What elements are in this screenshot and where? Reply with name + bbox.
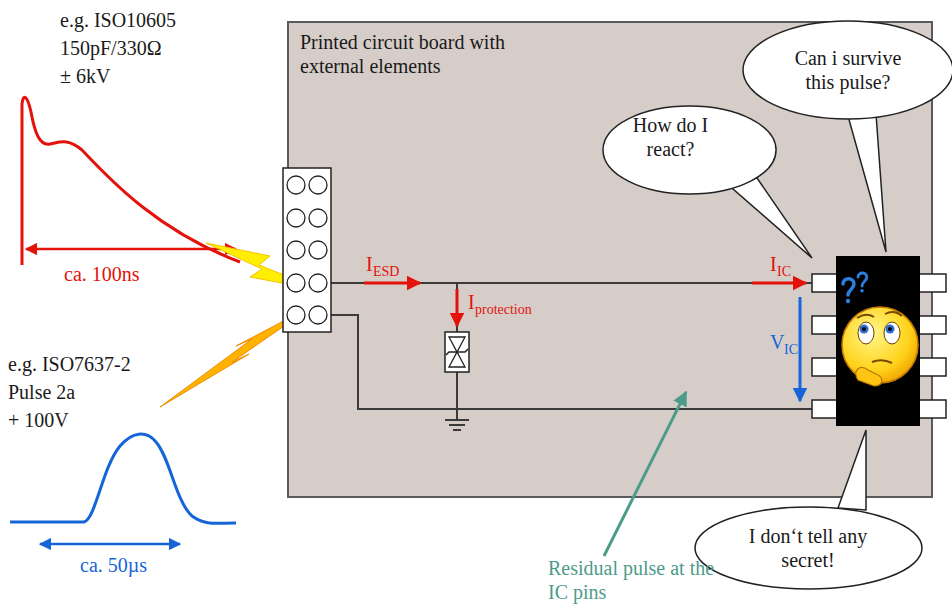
line [445, 419, 469, 421]
connector-pin [287, 241, 305, 259]
ic-pin [918, 358, 946, 376]
ground-symbol [445, 409, 469, 430]
bubble-text: Can i survive this pulse? [779, 46, 917, 94]
connector-pin [309, 176, 327, 194]
connector-pin [309, 274, 327, 292]
line [449, 424, 465, 426]
ic-pin [812, 274, 838, 292]
signal-subscript: IC [777, 264, 791, 281]
ground-wire [327, 315, 812, 409]
standard-name: e.g. ISO7637-2 [8, 352, 131, 376]
duration-label: ca. 50µs [80, 553, 147, 577]
connector-pin [309, 209, 327, 227]
diode-triangle [449, 352, 465, 367]
test-voltage: ± 6kV [60, 64, 110, 88]
duration-arrow [26, 248, 236, 251]
signal-subscript: protection [475, 302, 532, 319]
standard-name: e.g. ISO10605 [60, 8, 176, 32]
current-arrow [752, 282, 806, 285]
connector-pin [287, 209, 305, 227]
connector-pin [309, 306, 327, 324]
pulse-waveforms [10, 97, 240, 544]
test-voltage: + 100V [8, 408, 69, 432]
bubble-outline [742, 20, 952, 120]
ic-pin [918, 274, 946, 292]
lightning-bolt [160, 304, 316, 407]
hand [856, 368, 882, 386]
tvs-wire [456, 372, 458, 409]
annotation: Residual pulse at the IC pins [548, 556, 718, 604]
duration-arrow [40, 543, 180, 546]
mouth [872, 360, 892, 363]
signal-subscript: IC [784, 342, 798, 359]
connector-pin [287, 274, 305, 292]
pulse-name: Pulse 2a [8, 380, 75, 404]
region-title: Printed circuit board with external elem… [300, 30, 562, 78]
question-mark [858, 273, 867, 293]
speech-bubble: Can i survive this pulse? [742, 20, 952, 120]
question-mark [843, 279, 854, 303]
voltage-arrow [799, 297, 802, 401]
ic-body [836, 256, 920, 426]
bubble-text: How do I react? [614, 113, 726, 161]
bubble-text: I don‘t tell any secret! [733, 524, 883, 572]
ic-pin [918, 400, 946, 418]
signal-name: I [468, 290, 475, 314]
ic-chip [812, 256, 946, 426]
connector-pin [309, 241, 327, 259]
test-parameters: 150pF/330Ω [60, 36, 162, 60]
tvs-diode-symbol [445, 332, 469, 372]
line [453, 429, 461, 431]
speech-bubble: How do I react? [602, 105, 777, 195]
signal-wire [327, 282, 812, 284]
speech-bubble-tail [725, 178, 812, 258]
ic-pin [812, 316, 838, 334]
wires [327, 283, 812, 409]
diode-triangle [449, 337, 465, 352]
esd-pulse [22, 97, 240, 265]
eyebrow [885, 312, 902, 316]
ic-pin [812, 358, 838, 376]
ic-pin [812, 400, 838, 418]
tvs-wire [456, 283, 458, 332]
connector-pin [287, 306, 305, 324]
ic-pin [918, 316, 946, 334]
current-arrow [456, 289, 459, 326]
zener-bar [446, 349, 468, 355]
signal-name: V [770, 330, 784, 354]
speech-bubble: I don‘t tell any secret! [694, 506, 923, 590]
transient-pulse [10, 434, 236, 523]
speech-bubble-tail [848, 114, 886, 252]
connector-pin [287, 176, 305, 194]
duration-label: ca. 100ns [64, 262, 140, 286]
current-arrow [364, 282, 420, 285]
thinking-face [842, 273, 918, 386]
connector [283, 168, 331, 332]
signal-subscript: ESD [373, 264, 399, 281]
bubble-outline [694, 506, 923, 590]
signal-name: I [366, 252, 373, 276]
line [456, 409, 458, 420]
speech-bubble-tail [838, 430, 866, 510]
leader-arrow [604, 392, 686, 556]
signal-name: I [770, 252, 777, 276]
eyebrow [857, 315, 874, 318]
